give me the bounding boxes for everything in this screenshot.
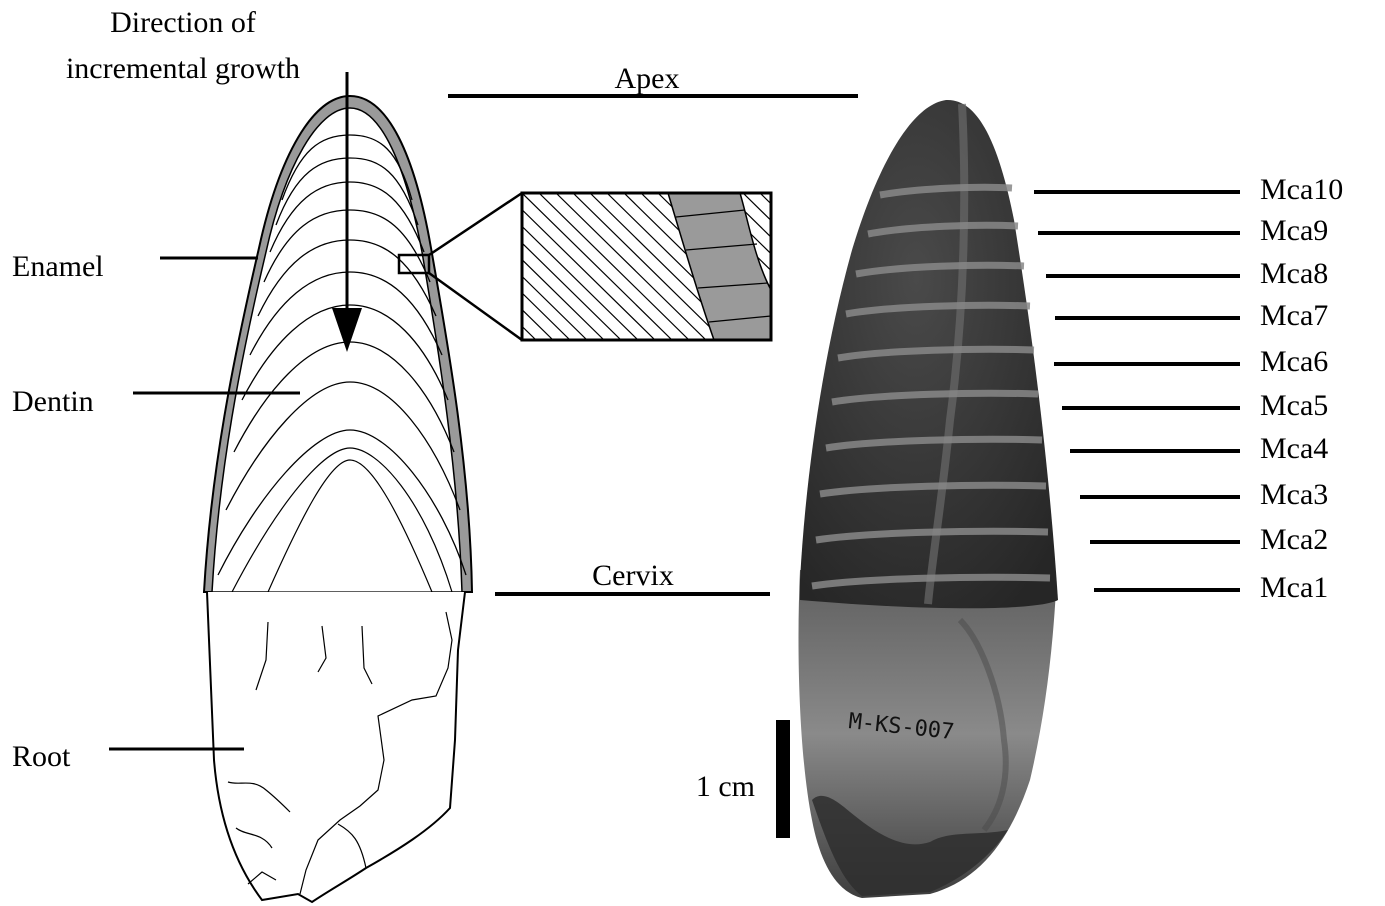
label-mca9: Mca9 — [1260, 214, 1328, 247]
root-outline — [207, 592, 465, 902]
label-enamel: Enamel — [12, 250, 104, 283]
label-dentin: Dentin — [12, 385, 94, 418]
growth-title-line2: incremental growth — [66, 52, 300, 85]
label-cervix: Cervix — [592, 559, 674, 592]
label-mca5: Mca5 — [1260, 389, 1328, 422]
label-mca3: Mca3 — [1260, 478, 1328, 511]
label-mca6: Mca6 — [1260, 345, 1328, 378]
label-mca8: Mca8 — [1260, 257, 1328, 290]
sample-labels: Mca10 Mca9 Mca8 Mca7 Mca6 Mca5 Mca4 Mca3… — [1034, 173, 1343, 604]
label-mca4: Mca4 — [1260, 432, 1328, 465]
label-mca7: Mca7 — [1260, 299, 1328, 332]
label-mca2: Mca2 — [1260, 523, 1328, 556]
label-mca1: Mca1 — [1260, 571, 1328, 604]
label-root: Root — [12, 740, 71, 773]
scale-bar-label: 1 cm — [696, 770, 755, 803]
label-mca10: Mca10 — [1260, 173, 1343, 206]
growth-title-line1: Direction of — [110, 6, 256, 39]
tooth-photo: M-KS-007 — [799, 100, 1059, 898]
label-apex: Apex — [615, 62, 680, 95]
schematic-tooth — [204, 72, 522, 902]
scale-bar — [776, 720, 790, 838]
zoom-connector-top — [429, 193, 522, 255]
